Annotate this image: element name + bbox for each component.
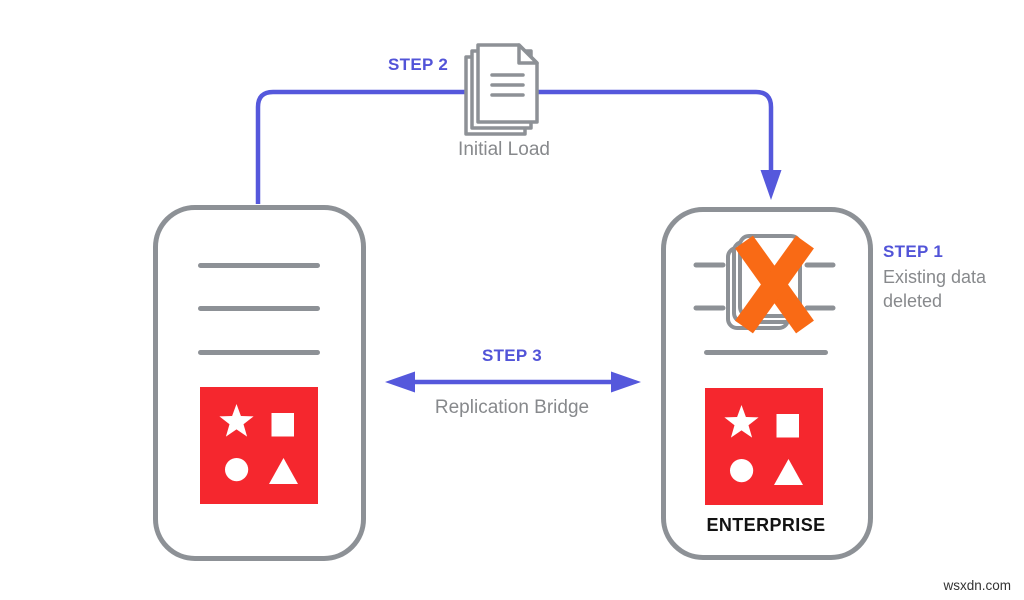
circle-icon: [225, 458, 249, 482]
square-icon: [271, 413, 294, 437]
step3-label: STEP 3: [481, 346, 543, 365]
step2-label: STEP 2: [388, 55, 449, 74]
triangle-icon: [774, 459, 803, 485]
database-logo-icon: [200, 387, 318, 504]
step1-description: Existing data deleted: [883, 267, 987, 311]
page-fold: [517, 43, 539, 65]
star-icon: [724, 405, 759, 438]
star-icon: [219, 404, 254, 437]
replication-bridge-caption: Replication Bridge: [434, 397, 590, 418]
data-row-line: [704, 350, 828, 355]
watermark: wsxdn.com: [943, 578, 1011, 593]
data-row-line: [198, 263, 320, 268]
data-row-line: [198, 350, 320, 355]
initial-load-caption: Initial Load: [458, 139, 550, 160]
enterprise-database-logo: [705, 388, 823, 505]
source-database-card: [153, 205, 366, 561]
square-icon: [776, 414, 799, 438]
step3-replication-arrow: [385, 371, 641, 393]
documents-stack-icon: [462, 38, 542, 138]
deleted-documents-icon: [690, 228, 840, 340]
source-database-logo: [200, 387, 318, 504]
triangle-icon: [269, 458, 298, 484]
circle-icon: [730, 459, 754, 483]
delete-cross-icon: [735, 235, 814, 334]
enterprise-label: ENTERPRISE: [706, 515, 826, 535]
data-row-line: [198, 306, 320, 311]
step1-label: STEP 1: [883, 242, 944, 261]
database-logo-icon: [705, 388, 823, 505]
